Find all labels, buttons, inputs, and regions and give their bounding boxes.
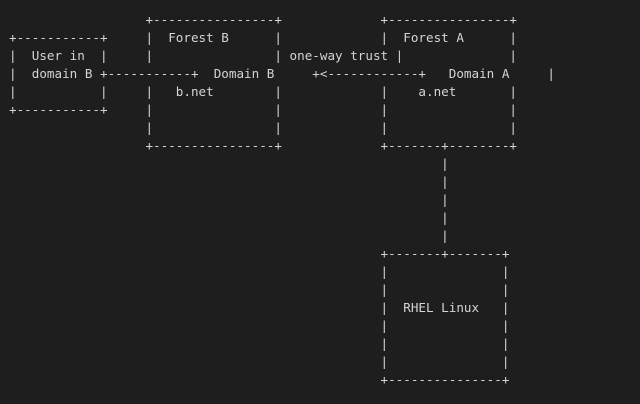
diagram-line: +----------------+ +----------------+ xyxy=(9,12,517,27)
diagram-line: | | | b.net | | a.net | xyxy=(9,84,517,99)
diagram-line: +---------------+ xyxy=(9,372,510,387)
diagram-line: | | xyxy=(9,354,510,369)
diagram-line: | xyxy=(9,210,449,225)
diagram-line: | xyxy=(9,228,449,243)
diagram-line: | RHEL Linux | xyxy=(9,300,510,315)
diagram-line: | xyxy=(9,174,449,189)
diagram-line: | xyxy=(9,156,449,171)
diagram-line: +-----------+ | | | | xyxy=(9,102,517,117)
diagram-line: | domain B +-----------+ Domain B +<----… xyxy=(9,66,555,81)
diagram-line: +-------+-------+ xyxy=(9,246,510,261)
diagram-line: +----------------+ +-------+--------+ xyxy=(9,138,517,153)
diagram-line: | | xyxy=(9,336,510,351)
diagram-line: | | xyxy=(9,318,510,333)
diagram-line: | | | | xyxy=(9,120,517,135)
diagram-line: | | xyxy=(9,264,510,279)
diagram-line: | User in | | | one-way trust | | xyxy=(9,48,517,63)
diagram-line: | | xyxy=(9,282,510,297)
diagram-line: | xyxy=(9,192,449,207)
diagram-line: +-----------+ | Forest B | | Forest A | xyxy=(9,30,517,45)
